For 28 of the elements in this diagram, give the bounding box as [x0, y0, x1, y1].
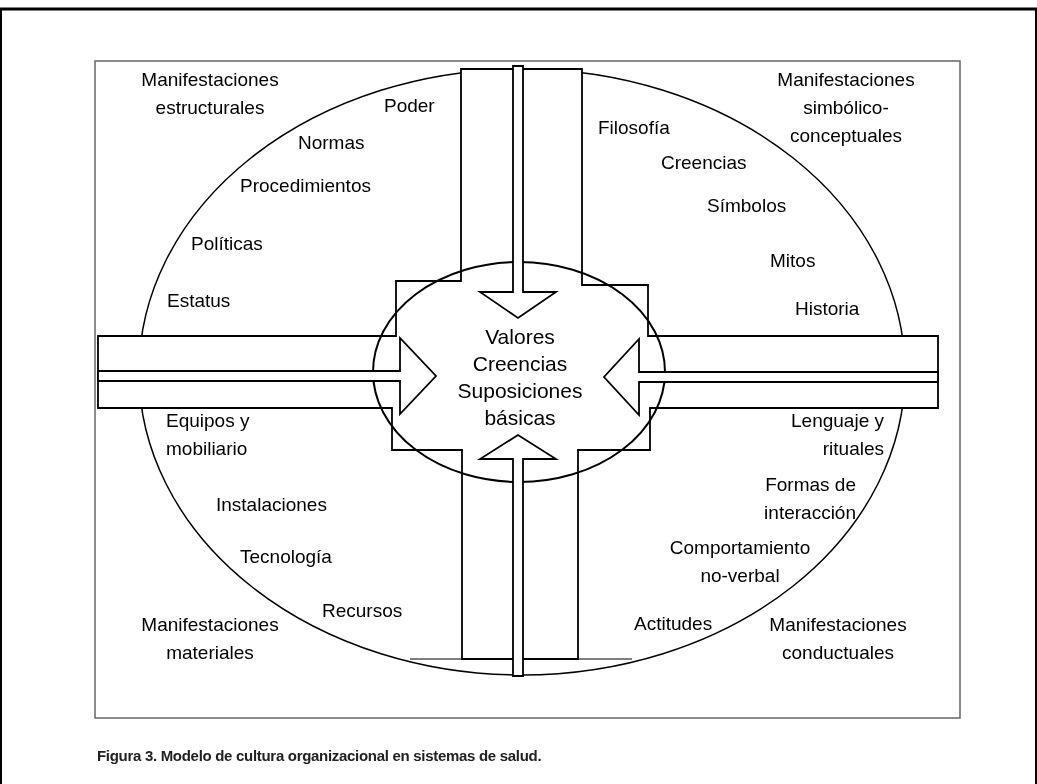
item-label: Creencias [661, 151, 748, 175]
item-label: Políticas [191, 232, 264, 256]
item-label: Actitudes [634, 612, 714, 636]
item-label: Historia [795, 297, 861, 321]
item-label: Tecnología [240, 545, 333, 569]
block-arrow [477, 65, 559, 320]
section-heading: Manifestaciones materiales [140, 613, 280, 665]
item-label: Formas de interacción [763, 473, 856, 525]
item-label: Instalaciones [216, 493, 328, 517]
item-label: Símbolos [707, 194, 788, 218]
section-heading: Manifestaciones estructurales [140, 68, 280, 120]
block-arrow [97, 335, 438, 417]
figure-caption: Figura 3. Modelo de cultura organizacional en sistemas de salud. [97, 746, 542, 766]
core-text: Valores Creencias Suposiciones básicas [456, 323, 584, 431]
item-label: Filosofía [598, 116, 671, 140]
item-label: Recursos [322, 599, 404, 623]
item-label: Normas [298, 131, 366, 155]
section-heading: Manifestaciones conductuales [768, 613, 908, 665]
item-label: Estatus [167, 289, 232, 313]
item-label: Mitos [770, 249, 817, 273]
item-label: Comportamiento no-verbal [668, 536, 812, 588]
item-label: Lenguaje y rituales [790, 409, 884, 461]
block-arrow [476, 433, 560, 677]
section-heading: Manifestaciones simbólico-conceptuales [776, 68, 916, 148]
block-arrow [602, 336, 939, 418]
item-label: Procedimientos [240, 174, 372, 198]
item-label: Poder [384, 94, 436, 118]
item-label: Equipos y mobiliario [166, 409, 251, 461]
